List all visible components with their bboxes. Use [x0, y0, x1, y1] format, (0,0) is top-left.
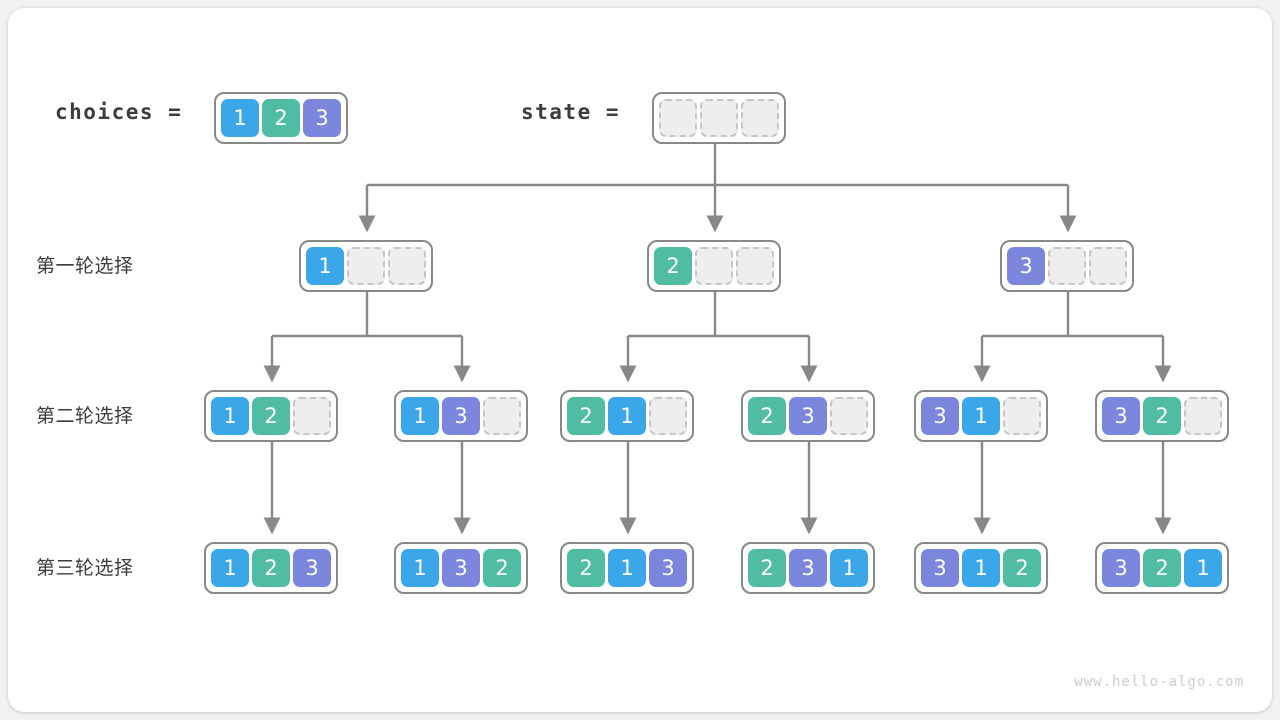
- r2n5-cell-2: [1003, 397, 1041, 435]
- row-label-round-2: 第二轮选择: [36, 406, 134, 427]
- state-label: state =: [521, 100, 621, 124]
- r2n1-cell-0: 1: [211, 397, 249, 435]
- r1n3-cell-0: 3: [1007, 247, 1045, 285]
- r2n6-cell-0: 3: [1102, 397, 1140, 435]
- r1n1-cell-0: 1: [306, 247, 344, 285]
- r3n3-cell-0: 2: [567, 549, 605, 587]
- choices-label: choices =: [55, 100, 183, 124]
- r2n3-cell-1: 1: [608, 397, 646, 435]
- connector-layer: [263, 131, 1172, 535]
- r2n3-cell-0: 2: [567, 397, 605, 435]
- row-label-round-1: 第一轮选择: [36, 256, 134, 277]
- row-label-round-3: 第三轮选择: [36, 558, 134, 579]
- choices-cell-1: 2: [262, 99, 300, 137]
- r2n5-cell-0: 3: [921, 397, 959, 435]
- r3n4-cell-2: 1: [830, 549, 868, 587]
- r2n2-cell-0: 1: [401, 397, 439, 435]
- choices-cell-0: 1: [221, 99, 259, 137]
- r2n4-cell-2: [830, 397, 868, 435]
- r3n1-cell-2: 3: [293, 549, 331, 587]
- r1n3-cell-2: [1089, 247, 1127, 285]
- r2n2-cell-1: 3: [442, 397, 480, 435]
- r3n1-cell-1: 2: [252, 549, 290, 587]
- r2n4-cell-1: 3: [789, 397, 827, 435]
- r3n3-cell-1: 1: [608, 549, 646, 587]
- r3n5-cell-0: 3: [921, 549, 959, 587]
- r1n1-cell-1: [347, 247, 385, 285]
- state-cell-2: [741, 99, 779, 137]
- r3n3-cell-2: 3: [649, 549, 687, 587]
- r3n6-cell-0: 3: [1102, 549, 1140, 587]
- watermark: www.hello-algo.com: [1074, 674, 1244, 690]
- r2n2-cell-2: [483, 397, 521, 435]
- r3n4-cell-1: 3: [789, 549, 827, 587]
- r1n2-cell-0: 2: [654, 247, 692, 285]
- r2n5-cell-1: 1: [962, 397, 1000, 435]
- state-cell-1: [700, 99, 738, 137]
- r3n6-cell-1: 2: [1143, 549, 1181, 587]
- r1n2-cell-2: [736, 247, 774, 285]
- r2n1-cell-2: [293, 397, 331, 435]
- r3n4-cell-0: 2: [748, 549, 786, 587]
- r3n2-cell-1: 3: [442, 549, 480, 587]
- r1n3-cell-1: [1048, 247, 1086, 285]
- state-array: [652, 92, 786, 144]
- r3n2-cell-0: 1: [401, 549, 439, 587]
- r3n1-cell-0: 1: [211, 549, 249, 587]
- choices-cell-2: 3: [303, 99, 341, 137]
- r2n4-cell-0: 2: [748, 397, 786, 435]
- tree-node-r1-n2: 2: [647, 240, 781, 292]
- r2n1-cell-1: 2: [252, 397, 290, 435]
- r2n6-cell-2: [1184, 397, 1222, 435]
- tree-node-r1-n1: 1: [299, 240, 433, 292]
- r2n3-cell-2: [649, 397, 687, 435]
- state-cell-0: [659, 99, 697, 137]
- r3n6-cell-2: 1: [1184, 549, 1222, 587]
- r3n5-cell-1: 1: [962, 549, 1000, 587]
- r3n5-cell-2: 2: [1003, 549, 1041, 587]
- tree-node-r1-n3: 3: [1000, 240, 1134, 292]
- r1n1-cell-2: [388, 247, 426, 285]
- r2n6-cell-1: 2: [1143, 397, 1181, 435]
- r1n2-cell-1: [695, 247, 733, 285]
- r3n2-cell-2: 2: [483, 549, 521, 587]
